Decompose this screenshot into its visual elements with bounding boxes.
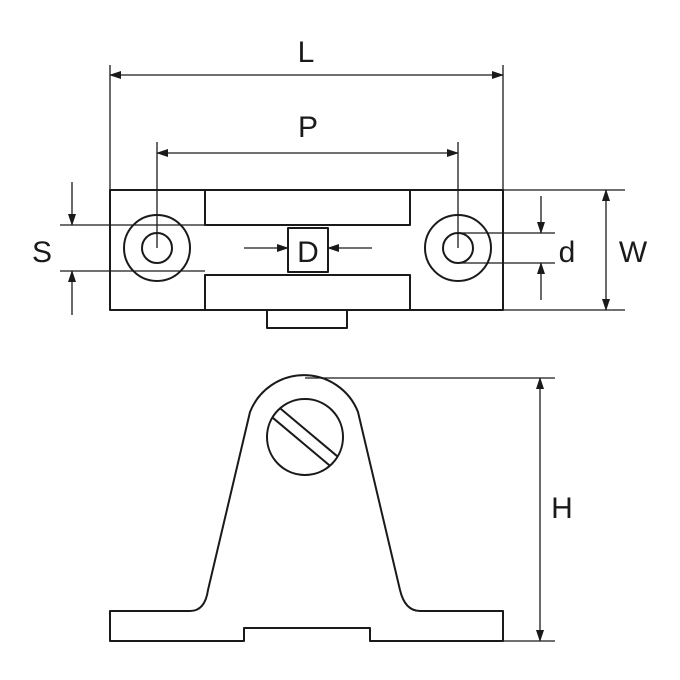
- dimension-H: H: [305, 377, 573, 642]
- label-P: P: [298, 111, 318, 144]
- label-d: d: [559, 236, 576, 269]
- dimension-W: W: [503, 189, 648, 311]
- pin-head: [266, 398, 344, 476]
- dimension-D: D: [244, 236, 372, 269]
- bracket-profile: [109, 374, 504, 642]
- bottom-tab: [266, 309, 348, 329]
- dimension-P: P: [156, 111, 459, 248]
- dimension-d: d: [458, 196, 575, 300]
- screw-slot: [271, 407, 339, 467]
- label-D: D: [297, 236, 319, 269]
- label-S: S: [32, 236, 52, 269]
- dimension-S: S: [32, 182, 205, 315]
- label-L: L: [298, 36, 315, 69]
- label-W: W: [619, 236, 648, 269]
- lower-channel: [204, 274, 411, 311]
- label-H: H: [551, 492, 573, 525]
- dimension-L: L: [109, 36, 504, 190]
- upper-channel: [204, 189, 411, 226]
- elevation-view: [109, 374, 504, 642]
